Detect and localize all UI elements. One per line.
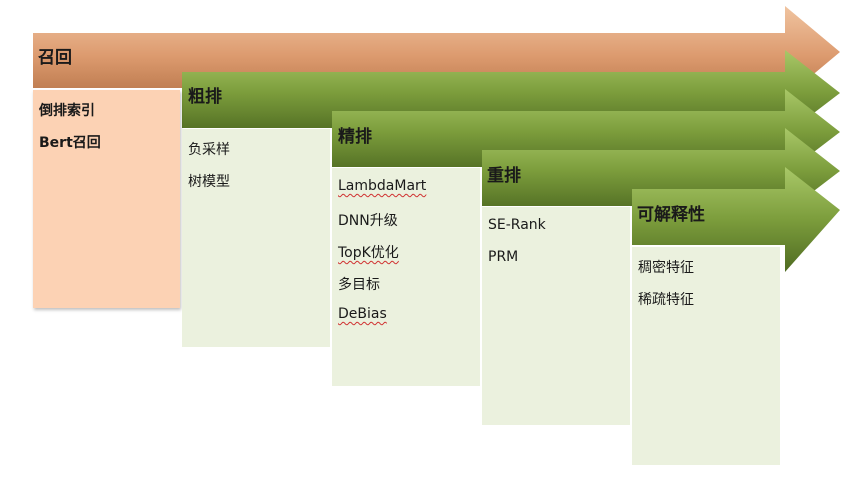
list-item: 稠密特征 — [638, 260, 694, 276]
panel-rerank: SE-Rank PRM — [482, 207, 630, 425]
stage-title-recall: 召回 — [38, 48, 72, 68]
list-item: TopK优化 — [338, 245, 399, 261]
list-item: 稀疏特征 — [638, 292, 694, 308]
list-item: PRM — [488, 249, 519, 265]
panel-coarse: 负采样 树模型 — [182, 129, 330, 347]
list-item: 负采样 — [188, 142, 230, 158]
list-item: DNN升级 — [338, 213, 398, 229]
list-item: Bert召回 — [39, 135, 101, 151]
list-item: SE-Rank — [488, 217, 546, 233]
stage-title-fine: 精排 — [338, 127, 372, 147]
panel-recall: 倒排索引 Bert召回 — [33, 90, 180, 308]
stage-title-explain: 可解释性 — [637, 205, 705, 225]
list-item: LambdaMart — [338, 178, 427, 194]
list-item: 多目标 — [338, 277, 380, 293]
list-item: DeBias — [338, 306, 387, 322]
panel-fine: LambdaMart DNN升级 TopK优化 多目标 DeBias — [332, 168, 480, 386]
stage-title-rerank: 重排 — [487, 166, 521, 186]
list-item: 倒排索引 — [39, 103, 95, 119]
stage-title-coarse: 粗排 — [188, 87, 222, 107]
arrow-explain — [632, 167, 840, 272]
panel-explain: 稠密特征 稀疏特征 — [632, 247, 780, 465]
list-item: 树模型 — [188, 174, 230, 190]
